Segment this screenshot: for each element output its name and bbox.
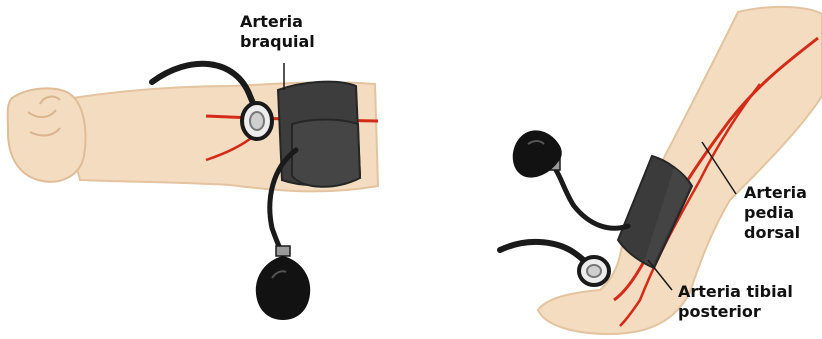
label-arteria-braquial: Arteria braquial bbox=[240, 12, 315, 52]
arm-illustration bbox=[8, 63, 378, 320]
label-line: Arteria bbox=[240, 12, 315, 32]
inflation-bulb bbox=[256, 256, 310, 320]
label-line: pedia bbox=[744, 203, 807, 223]
label-line: Arteria tibial bbox=[678, 282, 793, 302]
label-line: braquial bbox=[240, 32, 315, 52]
label-arteria-tibial-posterior: Arteria tibial posterior bbox=[678, 282, 793, 322]
label-arteria-pedia-dorsal: Arteria pedia dorsal bbox=[744, 183, 807, 243]
label-line: posterior bbox=[678, 302, 793, 322]
label-line: Arteria bbox=[744, 183, 807, 203]
label-line: dorsal bbox=[744, 223, 807, 243]
cuff-hose-leg bbox=[556, 170, 628, 228]
